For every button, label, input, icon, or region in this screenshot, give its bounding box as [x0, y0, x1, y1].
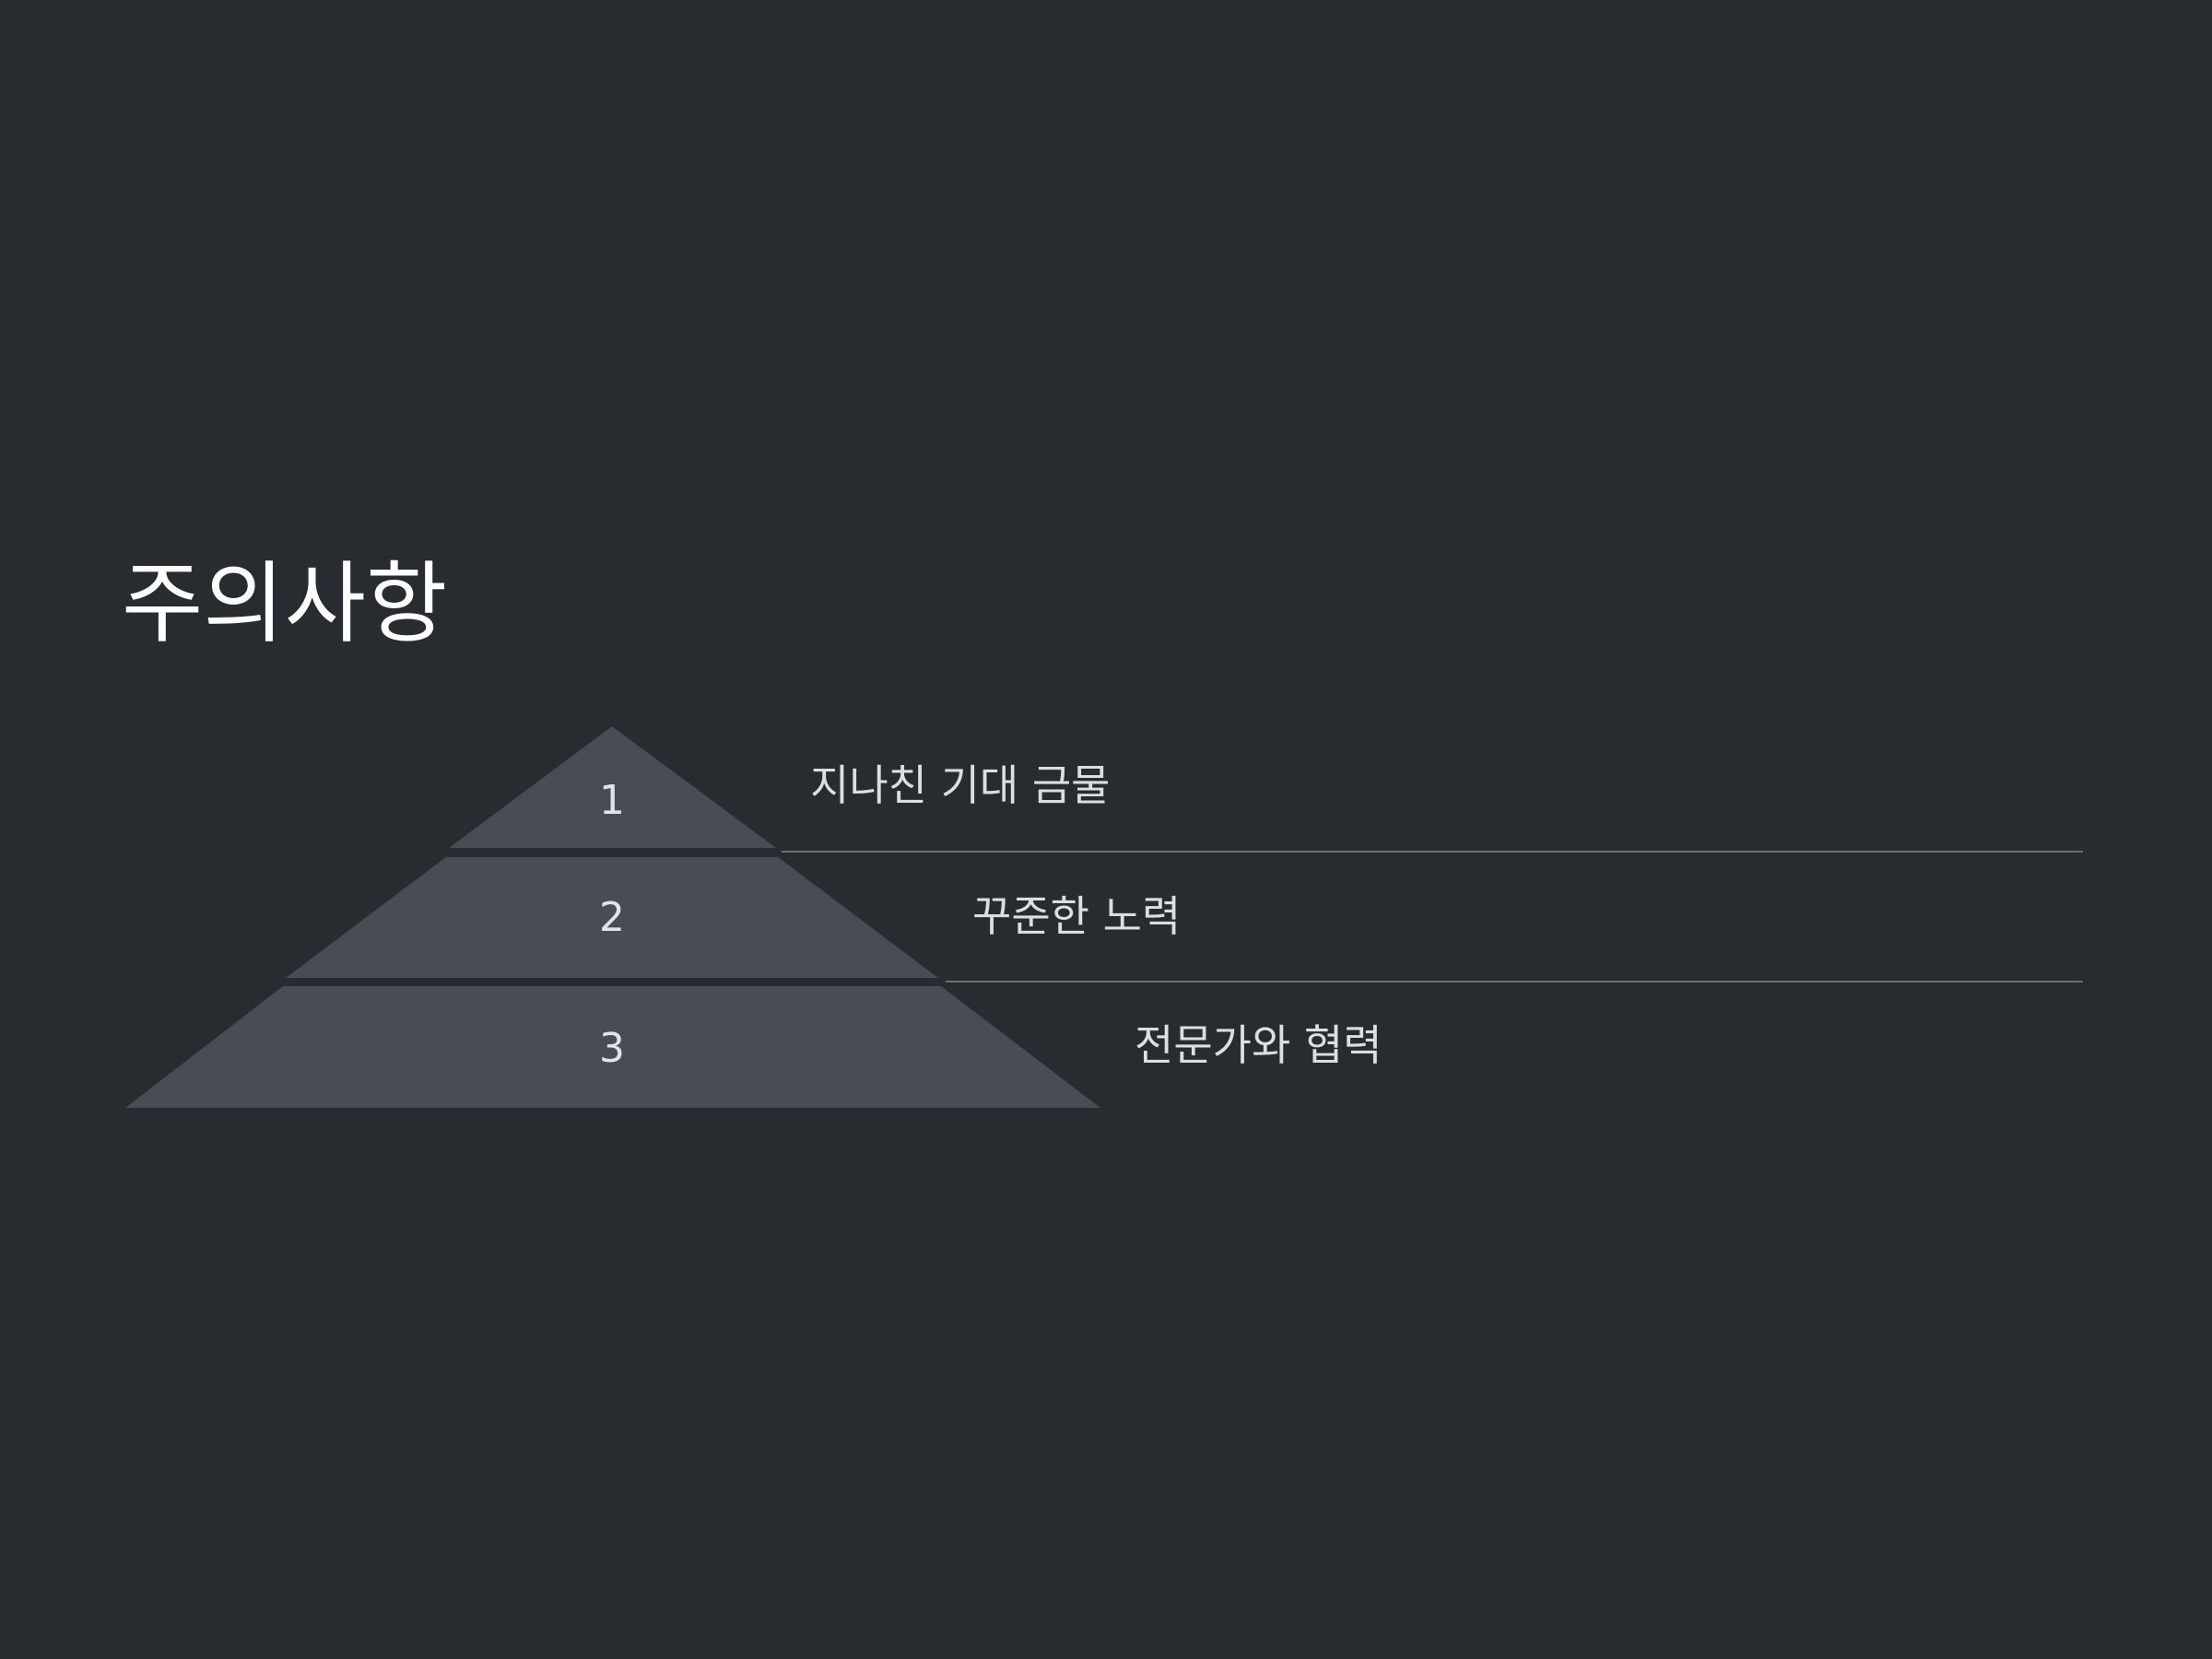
- pyramid-tier-3: [125, 986, 1100, 1108]
- slide-title: 주의사항: [122, 552, 448, 655]
- tier-label-3: 전문가와 협력: [1135, 1020, 1382, 1070]
- tier-number-1: 1: [599, 777, 625, 824]
- tier-number-2: 2: [599, 894, 625, 941]
- tier-label-1: 지나친 기대 금물: [810, 760, 1111, 810]
- tier-label-2: 꾸준한 노력: [972, 891, 1182, 941]
- pyramid-tier-1: [449, 726, 776, 848]
- tier-number-3: 3: [599, 1025, 625, 1072]
- pyramid-tier-2: [286, 857, 938, 978]
